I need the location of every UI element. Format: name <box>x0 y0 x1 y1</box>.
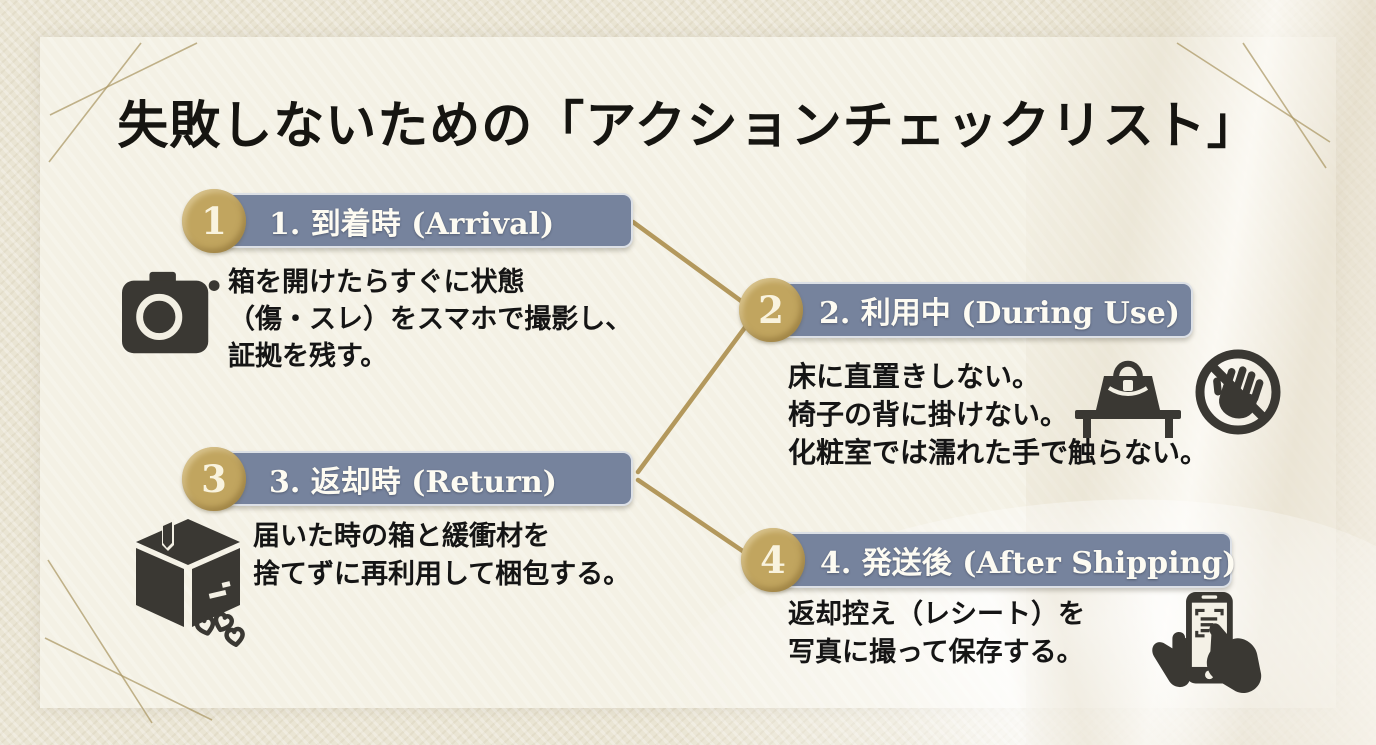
step-2-line-2: 椅子の背に掛けない。 <box>788 398 1069 431</box>
step-1-line-3: 証拠を残す。 <box>228 341 388 372</box>
camera-icon <box>122 270 220 358</box>
step-3-line-2: 捨てずに再利用して梱包する。 <box>253 559 631 590</box>
handbag-on-table-icon <box>1072 348 1184 440</box>
cardboard-box-icon <box>126 515 256 647</box>
step-2-line-1: 床に直置きしない。 <box>788 360 1041 393</box>
no-touch-icon <box>1192 346 1284 438</box>
smartphone-receipt-photo-icon <box>1145 590 1267 702</box>
step-2-number-badge: 2 <box>739 278 803 342</box>
step-3-number-badge: 3 <box>182 447 246 511</box>
step-3-header-bar: 3. 返却時 (Return) <box>205 451 633 506</box>
step-2-header-bar: 2. 利用中 (During Use) <box>755 282 1193 338</box>
step-3-description: 届いた時の箱と緩衝材を 捨てずに再利用して梱包する。 <box>253 518 630 594</box>
step-2-header-label: 2. 利用中 (During Use) <box>819 296 1180 331</box>
step-1-header-bar: 1. 到着時 (Arrival) <box>205 193 633 248</box>
step-1-number-badge: 1 <box>182 189 246 253</box>
step-3-line-1: 届いた時の箱と緩衝材を <box>253 521 550 552</box>
step-1-number: 1 <box>201 199 227 243</box>
step-2-number: 2 <box>758 288 784 332</box>
step-1-header-label: 1. 到着時 (Arrival) <box>269 206 555 242</box>
step-4-description: 返却控え（レシート）を 写真に撮って保存する。 <box>788 596 1085 672</box>
step-2-description: 床に直置きしない。 椅子の背に掛けない。 化粧室では濡れた手で触らない。 <box>788 358 1208 472</box>
step-3-number: 3 <box>201 457 227 501</box>
page-title: 失敗しないための「アクションチェックリスト」 <box>117 96 1259 156</box>
step-4-number: 4 <box>760 538 786 582</box>
step-4-header-label: 4. 発送後 (After Shipping) <box>820 546 1237 581</box>
step-4-number-badge: 4 <box>741 528 805 592</box>
step-1-description: 箱を開けたらすぐに状態 （傷・スレ）をスマホで撮影し、 証拠を残す。 <box>228 264 632 375</box>
step-4-header-bar: 4. 発送後 (After Shipping) <box>756 532 1236 588</box>
step-1-line-1: 箱を開けたらすぐに状態 <box>228 267 525 298</box>
step-3-header-label: 3. 返却時 (Return) <box>269 464 557 500</box>
step-4-line-1: 返却控え（レシート）を <box>788 599 1085 630</box>
step-2-line-3: 化粧室では濡れた手で触らない。 <box>788 436 1209 469</box>
step-1-line-2: （傷・スレ）をスマホで撮影し、 <box>228 304 633 335</box>
step-4-line-2: 写真に撮って保存する。 <box>788 637 1084 668</box>
